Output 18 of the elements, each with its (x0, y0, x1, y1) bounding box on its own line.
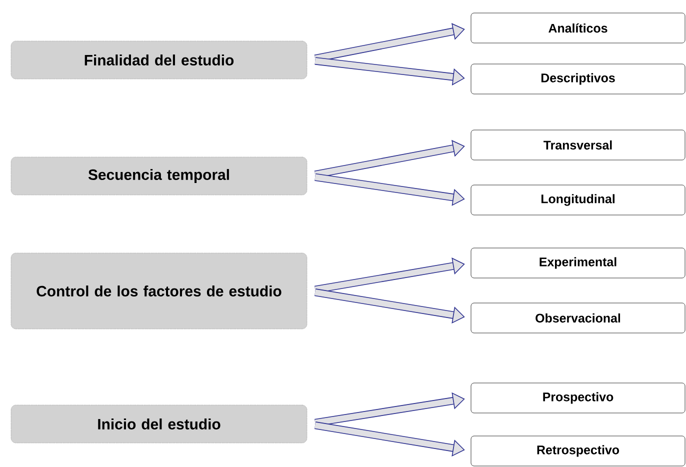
block-arrow (314, 392, 465, 426)
type-box: Analíticos (470, 12, 686, 44)
type-box: Observacional (470, 302, 686, 334)
category-box: Finalidad del estudio (10, 40, 308, 80)
block-arrow (314, 57, 465, 86)
block-arrow (314, 140, 465, 178)
type-box: Retrospectivo (470, 436, 686, 466)
type-box: Experimental (470, 248, 686, 278)
type-box: Prospectivo (470, 382, 686, 414)
category-box: Secuencia temporal (10, 156, 308, 196)
type-box: Descriptivos (470, 64, 686, 94)
category-box: Inicio del estudio (10, 404, 308, 444)
type-box: Transversal (470, 130, 686, 160)
category-box: Control de los factores de estudio (10, 252, 308, 330)
block-arrow (314, 23, 465, 62)
block-arrow (314, 258, 465, 294)
block-arrow (314, 173, 465, 206)
type-box: Longitudinal (470, 184, 686, 216)
